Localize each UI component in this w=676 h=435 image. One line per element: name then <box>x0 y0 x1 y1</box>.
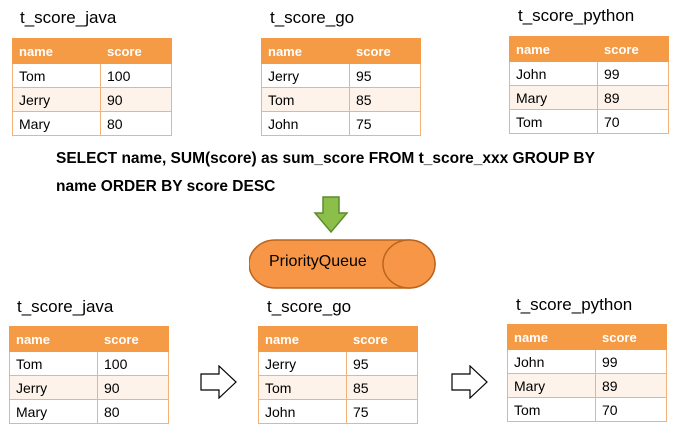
column-header: score <box>346 326 418 352</box>
score-cell: 100 <box>100 63 172 88</box>
name-cell: Jerry <box>258 351 347 376</box>
sql-line-1: SELECT name, SUM(score) as sum_score FRO… <box>56 150 595 167</box>
score-cell: 89 <box>597 85 669 110</box>
column-header: score <box>597 36 669 62</box>
table-title: t_score_go <box>270 8 355 27</box>
score-cell: 99 <box>595 349 667 374</box>
name-cell: Mary <box>12 111 101 136</box>
table-title: t_score_java <box>20 8 117 27</box>
column-header: name <box>258 326 347 352</box>
score-cell: 90 <box>97 375 169 400</box>
name-cell: Tom <box>258 375 347 400</box>
score-cell: 70 <box>595 397 667 422</box>
score-cell: 90 <box>100 87 172 112</box>
column-header: score <box>97 326 169 352</box>
name-cell: Tom <box>9 351 98 376</box>
score-cell: 75 <box>349 111 421 136</box>
name-cell: John <box>509 61 598 86</box>
name-cell: Tom <box>509 109 598 134</box>
column-header: name <box>9 326 98 352</box>
score-cell: 95 <box>349 63 421 88</box>
column-header: name <box>509 36 598 62</box>
score-cell: 80 <box>97 399 169 424</box>
name-cell: Jerry <box>261 63 350 88</box>
name-cell: Jerry <box>9 375 98 400</box>
right-arrow-icon <box>200 365 237 399</box>
name-cell: Mary <box>507 373 596 398</box>
score-cell: 99 <box>597 61 669 86</box>
name-cell: Tom <box>507 397 596 422</box>
priority-queue-shape <box>249 239 436 289</box>
score-cell: 85 <box>346 375 418 400</box>
column-header: name <box>12 38 101 64</box>
column-header: name <box>261 38 350 64</box>
score-cell: 89 <box>595 373 667 398</box>
table-title: t_score_python <box>516 295 633 314</box>
name-cell: Jerry <box>12 87 101 112</box>
sql-line-2: name ORDER BY score DESC <box>56 178 276 195</box>
name-cell: John <box>261 111 350 136</box>
name-cell: Tom <box>12 63 101 88</box>
table-title: t_score_go <box>267 297 352 316</box>
column-header: score <box>349 38 421 64</box>
name-cell: Mary <box>9 399 98 424</box>
down-arrow-icon <box>313 196 349 234</box>
score-cell: 70 <box>597 109 669 134</box>
score-cell: 100 <box>97 351 169 376</box>
priority-queue-label: PriorityQueue <box>269 253 367 270</box>
column-header: name <box>507 324 596 350</box>
name-cell: John <box>507 349 596 374</box>
column-header: score <box>595 324 667 350</box>
name-cell: John <box>258 399 347 424</box>
score-cell: 85 <box>349 87 421 112</box>
right-arrow-icon <box>451 365 488 399</box>
priority-queue: PriorityQueue <box>249 238 439 290</box>
name-cell: Mary <box>509 85 598 110</box>
table-title: t_score_java <box>17 297 114 316</box>
sql-statement: SELECT name, SUM(score) as sum_score FRO… <box>56 145 656 201</box>
column-header: score <box>100 38 172 64</box>
score-cell: 75 <box>346 399 418 424</box>
table-title: t_score_python <box>518 6 635 25</box>
name-cell: Tom <box>261 87 350 112</box>
score-cell: 80 <box>100 111 172 136</box>
score-cell: 95 <box>346 351 418 376</box>
